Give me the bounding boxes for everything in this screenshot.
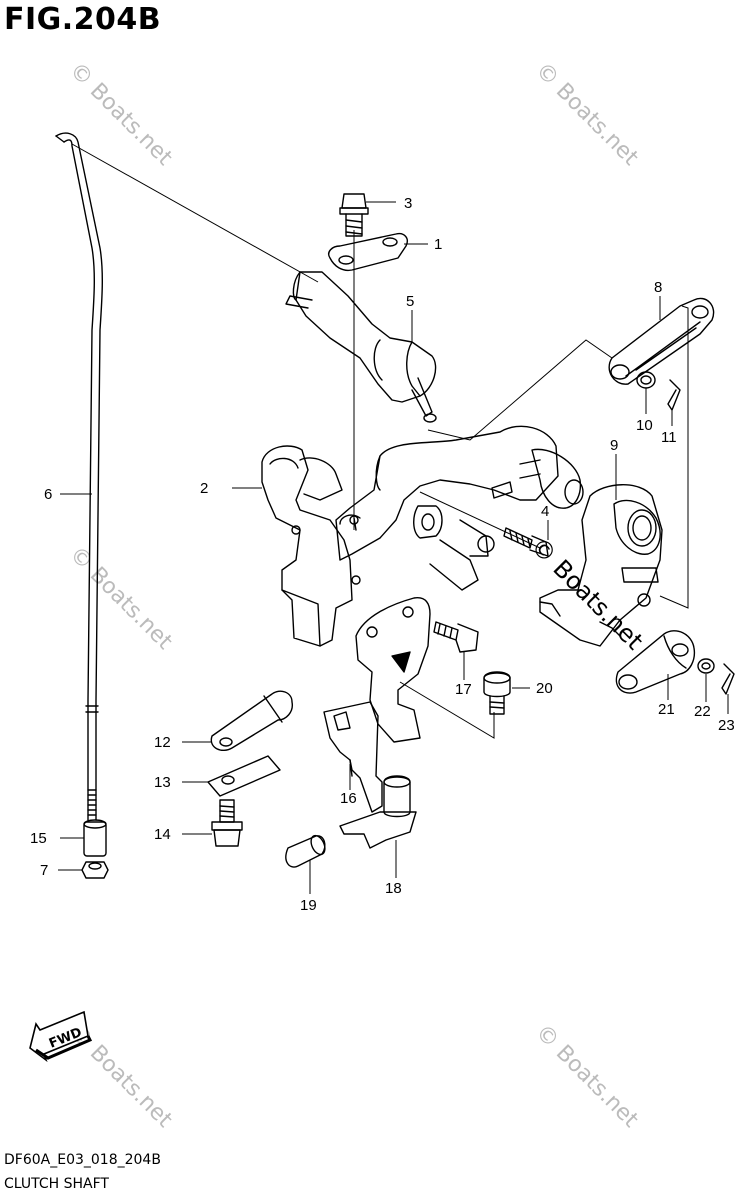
callout-21: 21 <box>658 701 675 718</box>
part-14-bolt[interactable] <box>211 799 243 847</box>
callout-1: 1 <box>434 236 442 253</box>
callout-2: 2 <box>200 480 208 497</box>
callout-17: 17 <box>455 681 472 698</box>
leader-lines <box>58 143 729 894</box>
part-13-plate[interactable] <box>207 755 281 797</box>
callout-6: 6 <box>44 486 52 503</box>
part-1-plate[interactable] <box>328 232 408 272</box>
callout-3: 3 <box>404 195 412 212</box>
callout-12: 12 <box>154 734 171 751</box>
figure-title: FIG.204B <box>4 2 162 37</box>
callout-11: 11 <box>661 429 677 446</box>
callout-14: 14 <box>154 826 171 843</box>
callout-7: 7 <box>40 862 48 879</box>
part-20-bolt[interactable] <box>483 671 511 715</box>
callout-5: 5 <box>406 293 414 310</box>
callout-23: 23 <box>718 717 735 734</box>
part-15-coupler-nut[interactable] <box>83 819 107 857</box>
part-7-nut[interactable] <box>81 861 109 879</box>
part-21-link-end[interactable] <box>615 630 696 694</box>
callout-22: 22 <box>694 703 711 720</box>
callout-15: 15 <box>30 830 47 847</box>
part-9-clutch-cam[interactable] <box>539 484 663 647</box>
fwd-arrow-icon: FWD <box>29 1010 93 1063</box>
part-18-stopper[interactable] <box>339 775 417 849</box>
part-23-clip[interactable] <box>721 663 735 695</box>
part-16-plate-bracket[interactable] <box>323 597 431 813</box>
part-8-link-arm[interactable] <box>608 297 715 385</box>
part-12-lever-tab[interactable] <box>210 690 293 752</box>
callouts: 3 1 5 2 4 6 7 8 9 10 11 12 13 14 15 16 1… <box>30 195 735 914</box>
clutch-housing[interactable] <box>335 425 584 591</box>
part-10-washer[interactable] <box>636 371 656 389</box>
part-19-collar[interactable] <box>285 833 328 868</box>
callout-20: 20 <box>536 680 553 697</box>
part-22-washer[interactable] <box>697 658 715 674</box>
callout-9: 9 <box>610 437 618 454</box>
part-11-clip[interactable] <box>667 379 681 411</box>
part-3-bolt[interactable] <box>339 193 369 237</box>
model-code: DF60A_E03_018_204B <box>4 1152 161 1168</box>
diagram-name: CLUTCH SHAFT <box>4 1176 109 1192</box>
callout-19: 19 <box>300 897 317 914</box>
callout-10: 10 <box>636 417 653 434</box>
part-6-clutch-rod[interactable] <box>55 132 104 821</box>
part-5-shift-lever[interactable] <box>285 271 437 423</box>
callout-8: 8 <box>654 279 662 296</box>
part-17-bolt[interactable] <box>433 621 479 653</box>
callout-13: 13 <box>154 774 171 791</box>
callout-16: 16 <box>340 790 357 807</box>
callout-4: 4 <box>541 503 549 520</box>
callout-18: 18 <box>385 880 402 897</box>
part-2-bracket[interactable] <box>261 445 361 647</box>
